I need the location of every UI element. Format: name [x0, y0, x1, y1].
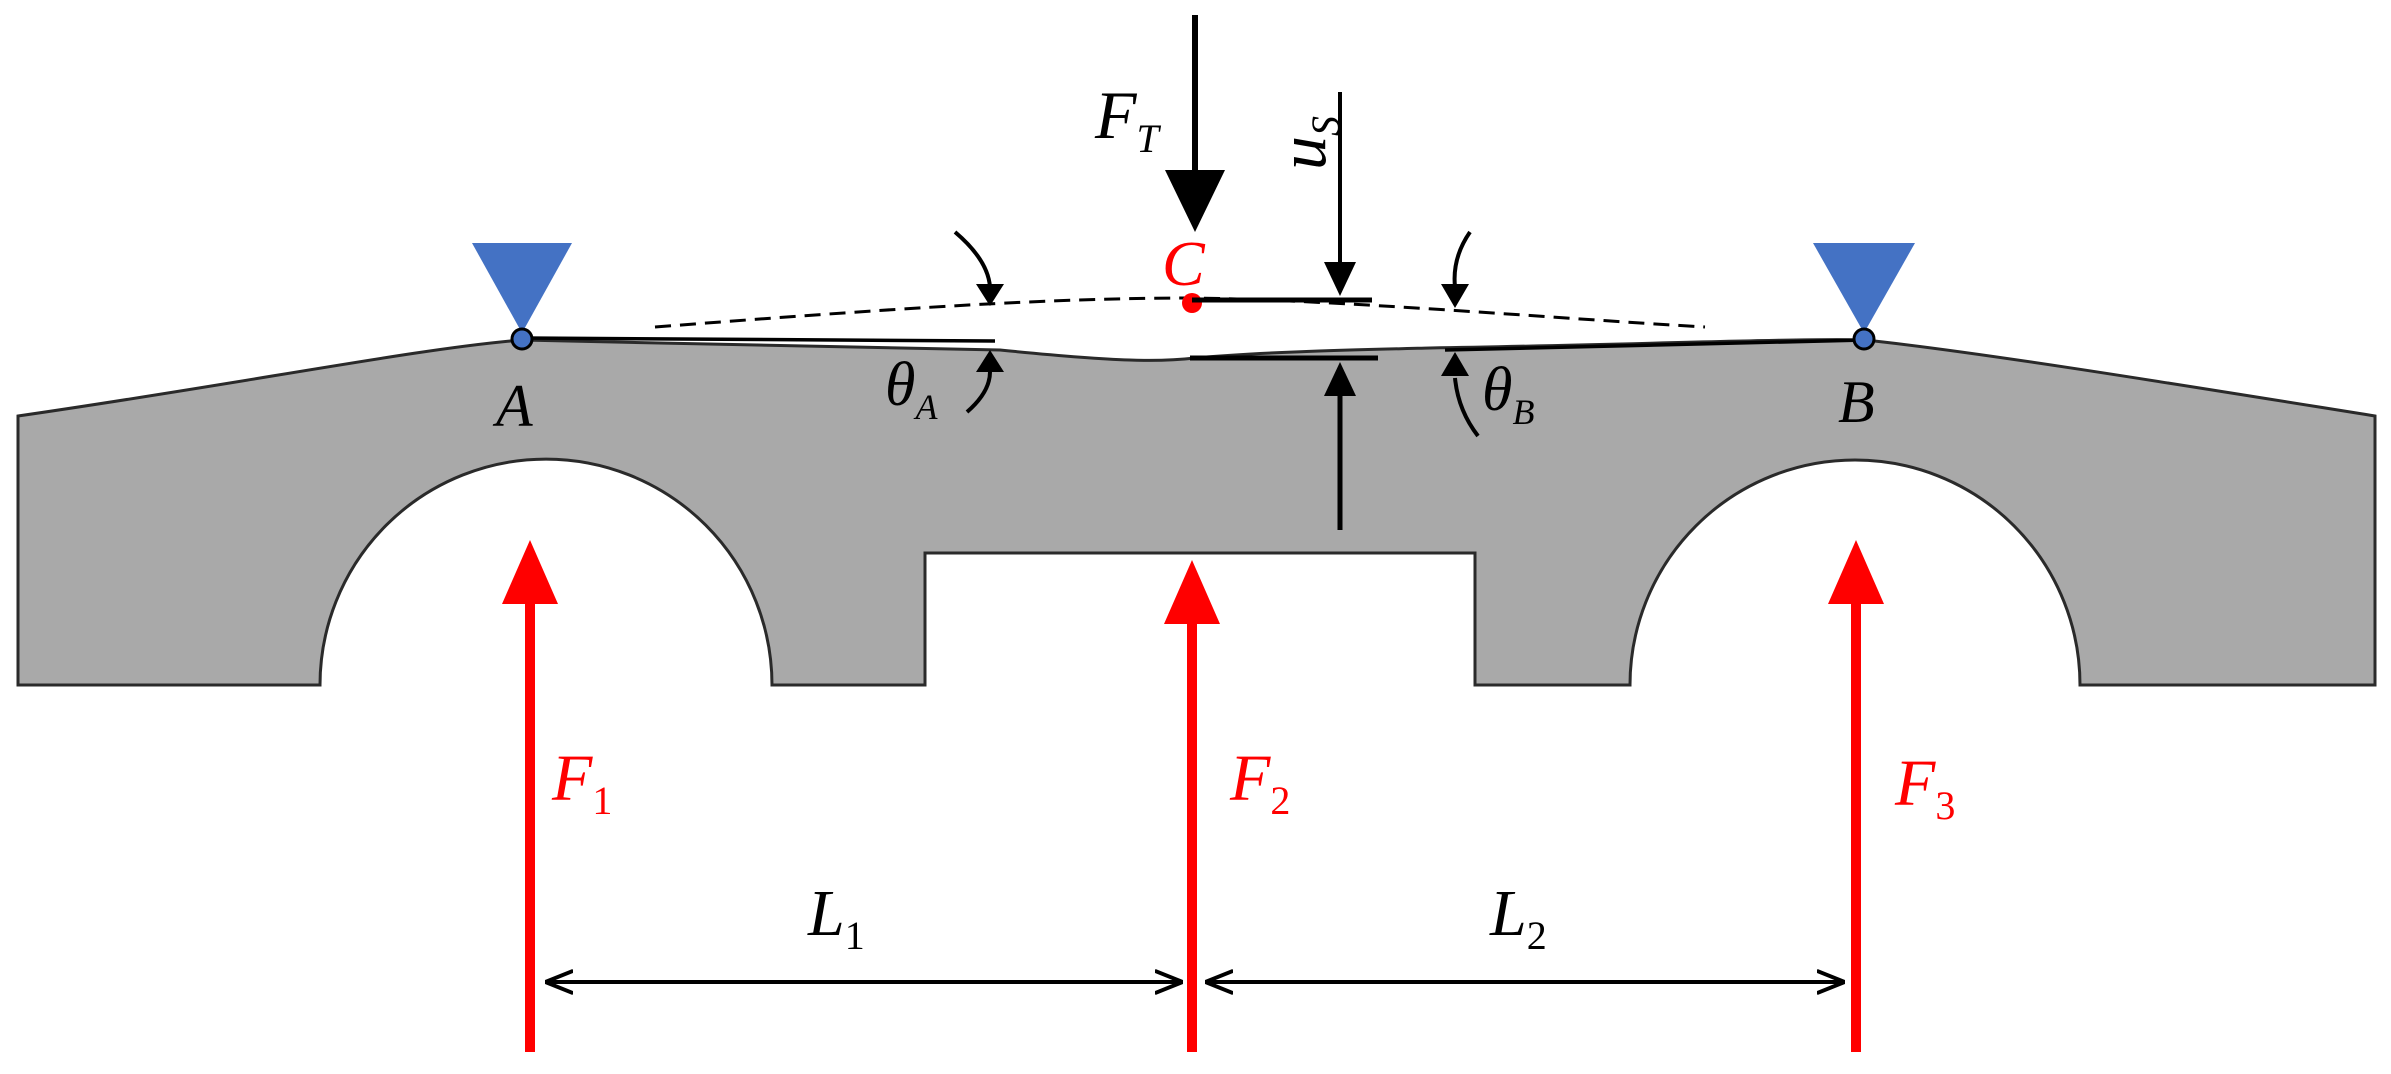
theta-b-arc-upper [1452, 230, 1472, 288]
support-a-pin [510, 327, 534, 351]
deflection-lower-arrowhead [1324, 362, 1356, 396]
theta-b-upper-arrowhead [1441, 284, 1469, 308]
label-l1: L1 [807, 877, 865, 958]
label-theta-a: θA [885, 351, 938, 427]
deflection-upper-arrowhead [1324, 262, 1356, 296]
label-b: B [1838, 369, 1875, 435]
theta-a-upper-arrowhead [976, 284, 1004, 306]
label-a: A [492, 373, 533, 439]
reaction-f3-arrowhead [1828, 540, 1884, 604]
chord-line-b [1444, 338, 1866, 352]
support-b-icon [1813, 243, 1915, 333]
support-a-icon [472, 243, 572, 333]
label-theta-b: θB [1482, 356, 1534, 432]
undeformed-line [654, 296, 1706, 329]
label-us: uS [1264, 116, 1348, 170]
theta-a-lower-arrowhead [976, 350, 1004, 372]
support-b-pin [1852, 327, 1876, 351]
label-f3: F3 [1894, 747, 1955, 828]
theta-a-arc-upper [953, 230, 992, 288]
label-ft: FT [1094, 77, 1162, 161]
label-f1: F1 [551, 742, 612, 823]
reaction-f1-arrowhead [502, 540, 558, 604]
label-l2: L2 [1489, 877, 1547, 958]
theta-b-arc-lower [1453, 377, 1480, 438]
label-c: C [1162, 228, 1206, 299]
theta-b-lower-arrowhead [1441, 352, 1469, 376]
theta-a-arc-lower [965, 371, 992, 414]
reaction-f2-arrowhead [1164, 560, 1220, 624]
label-f2: F2 [1229, 742, 1290, 823]
load-ft-arrowhead [1165, 170, 1225, 232]
chord-line-a [521, 336, 996, 343]
rail-body [16, 338, 2377, 687]
